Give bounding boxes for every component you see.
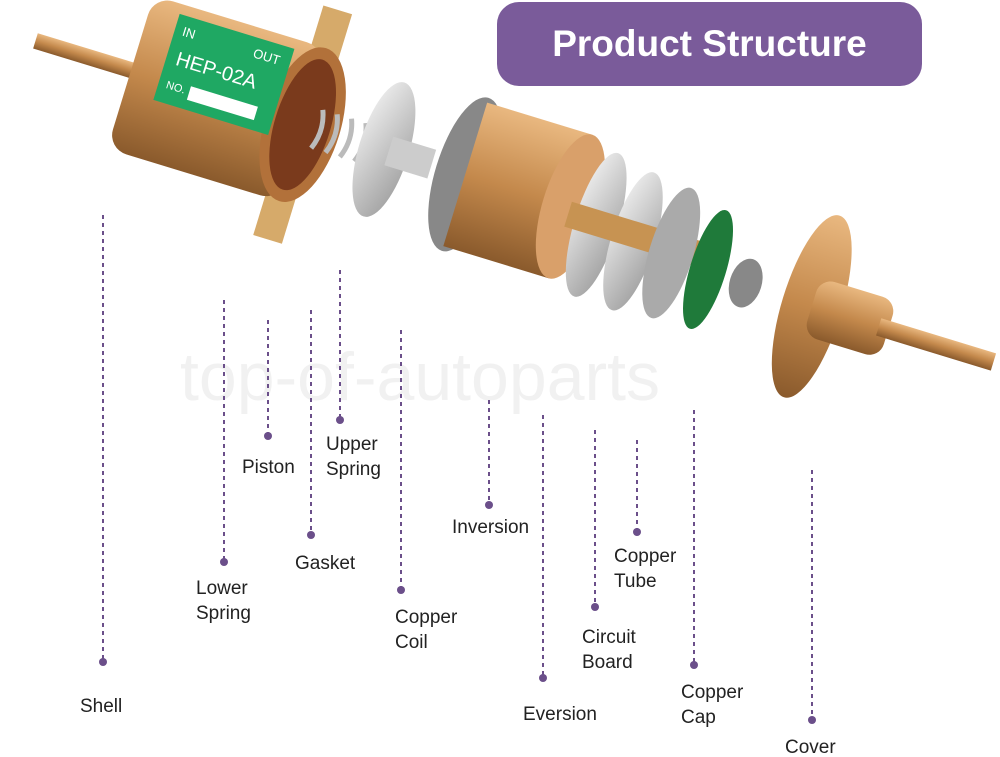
copper-tube-label-line: Copper <box>614 546 677 567</box>
shell-leader-dot <box>99 658 107 666</box>
outlet-pipe <box>876 318 997 371</box>
piston-label: Piston <box>242 455 295 480</box>
copper-coil-leader-dot <box>397 586 405 594</box>
copper-cap-leader-dot <box>690 661 698 669</box>
inlet-pipe <box>33 33 153 84</box>
gasket-label: Gasket <box>295 551 355 576</box>
gasket-label-line: Gasket <box>295 553 356 574</box>
green-label <box>153 13 295 135</box>
copper-coil-label-line: Copper <box>395 607 458 628</box>
cover-label-line: Cover <box>785 737 836 757</box>
piston-leader-dot <box>264 432 272 440</box>
gasket-leader-dot <box>307 531 315 539</box>
gasket-disc <box>352 82 416 217</box>
eversion-label-line: Eversion <box>523 704 597 725</box>
shell-label: Shell <box>80 694 122 719</box>
cover-leader-dot <box>808 716 816 724</box>
lower-spring-leader-dot <box>220 558 228 566</box>
eversion-leader-dot <box>539 674 547 682</box>
copper-cap-sponge <box>728 258 763 308</box>
lower-spring-label-line: Spring <box>196 603 251 624</box>
upper-spring-leader-dot <box>336 416 344 424</box>
eversion-label: Eversion <box>523 702 597 727</box>
circuit-board-label-line: Circuit <box>582 627 636 648</box>
circuit-board-leader-dot <box>591 603 599 611</box>
piston-label-line: Piston <box>242 457 295 478</box>
inversion-leader-dot <box>485 501 493 509</box>
cover-label: Cover <box>785 735 836 757</box>
page-title: Product Structure <box>552 23 867 64</box>
title-banner: Product Structure <box>497 2 922 86</box>
upper-spring-label-line: Upper <box>326 434 378 455</box>
copper-cap-label-line: Copper <box>681 682 744 703</box>
copper-cap-label-line: Cap <box>681 707 716 728</box>
copper-coil-label-line: Coil <box>395 632 428 653</box>
shell-label-line: Shell <box>80 696 123 717</box>
inversion-label-line: Inversion <box>452 517 530 538</box>
circuit-board-label-line: Board <box>582 652 633 673</box>
label-number: NO. <box>165 79 187 96</box>
circuit-board-disc <box>683 209 734 330</box>
watermark: top-of-autoparts <box>180 339 660 415</box>
label-in: IN <box>181 24 198 42</box>
inversion-label: Inversion <box>452 515 529 540</box>
spring <box>309 109 369 163</box>
copper-tube-label-line: Tube <box>614 571 657 592</box>
copper-tube-leader-dot <box>633 528 641 536</box>
upper-spring-label-line: Spring <box>326 459 381 480</box>
lower-spring-label-line: Lower <box>196 578 248 599</box>
